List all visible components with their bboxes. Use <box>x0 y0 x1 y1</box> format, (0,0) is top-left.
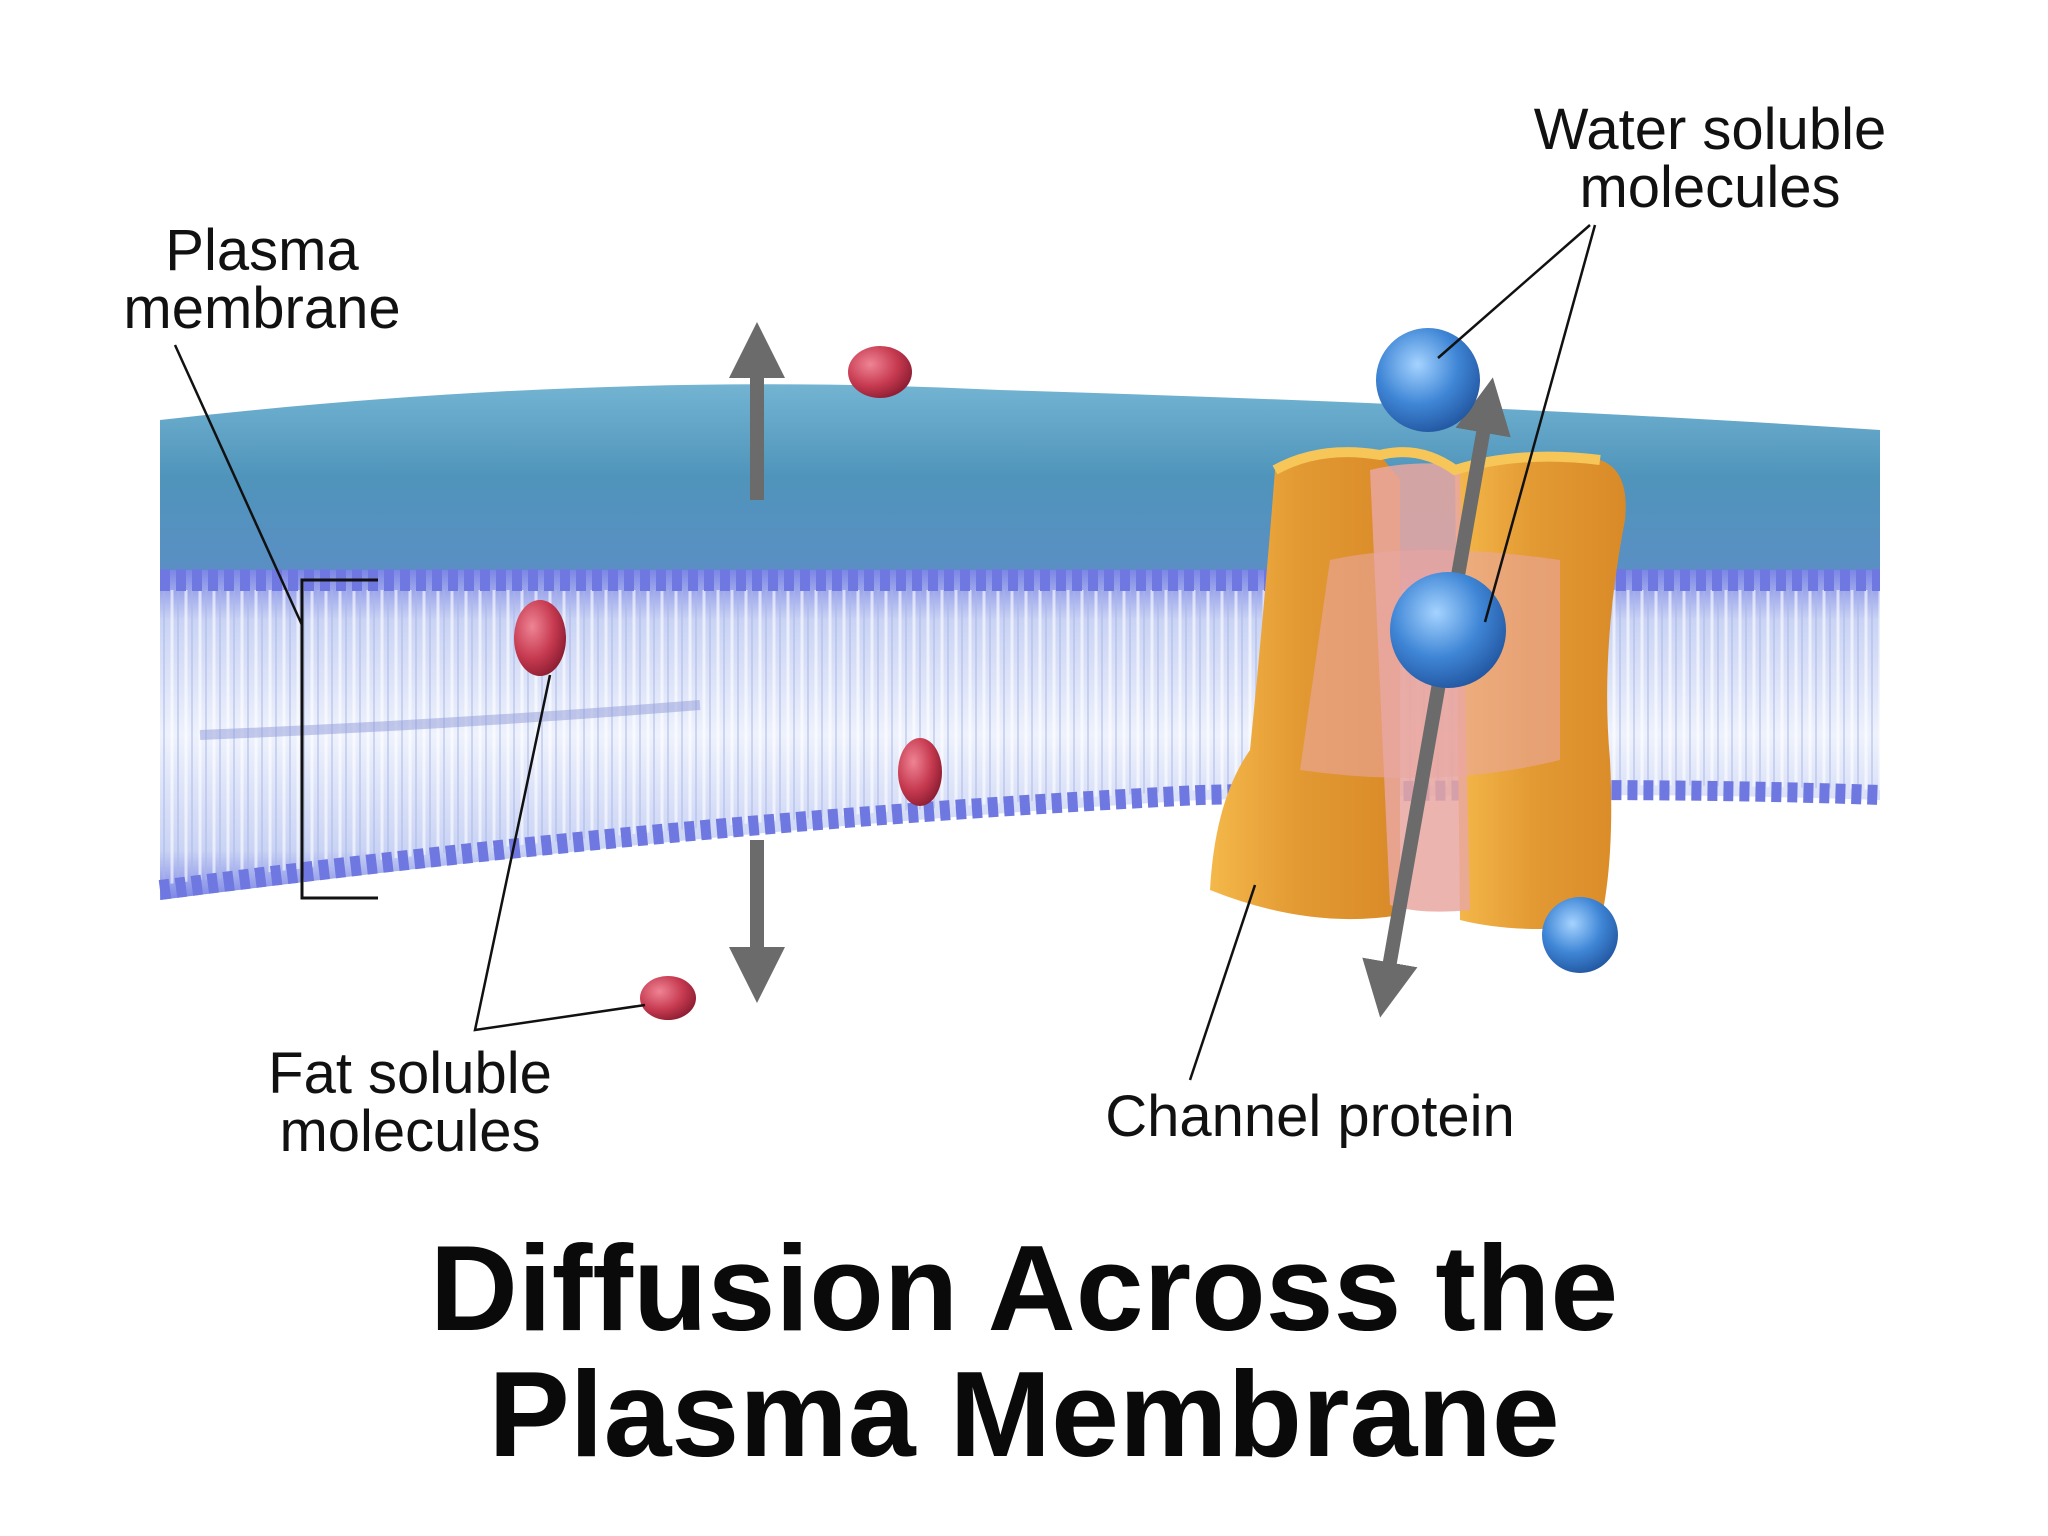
head-groups-bottom <box>158 780 1881 900</box>
leader-plasma-membrane <box>173 344 304 626</box>
fat-soluble-molecule <box>898 738 942 806</box>
channel-protein <box>1210 447 1626 929</box>
lipid-bilayer <box>158 569 1881 900</box>
extracellular-fluid <box>160 384 1880 570</box>
membrane-bracket <box>300 578 378 900</box>
plasma-membrane-label: Plasma membrane <box>123 218 401 341</box>
leader-fat-soluble <box>473 674 646 1032</box>
leader-water-top <box>1437 224 1591 359</box>
fat-soluble-molecule <box>514 600 566 676</box>
leader-lines <box>173 224 1597 1081</box>
fat-soluble-label: Fat soluble molecules <box>268 1041 552 1164</box>
diagram-title: Diffusion Across the Plasma Membrane <box>429 1220 1619 1482</box>
leader-water-middle <box>1483 224 1597 623</box>
fat-soluble-molecule <box>640 976 696 1020</box>
channel-protein-label: Channel protein <box>1105 1084 1515 1149</box>
water-soluble-molecule <box>1542 897 1618 973</box>
leader-channel-protein <box>1188 884 1257 1081</box>
fat-soluble-molecule <box>848 346 912 398</box>
channel-diffusion-arrow <box>1362 377 1511 1018</box>
water-soluble-molecule <box>1376 328 1480 432</box>
water-soluble-label: Water soluble molecules <box>1533 97 1887 220</box>
water-soluble-molecule <box>1390 572 1506 688</box>
